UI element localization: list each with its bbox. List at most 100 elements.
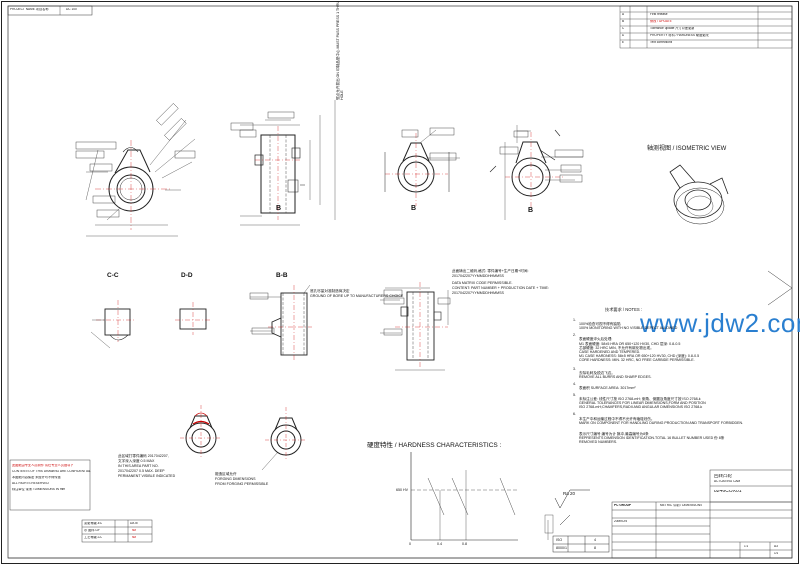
note-number: 6. [573, 412, 576, 417]
note-line: REMOVE ALL BURRS AND SHARP EDGES. [579, 375, 652, 380]
info-table-cell: 工艺等级-CC [84, 536, 103, 539]
bottom-view-right [261, 407, 307, 471]
rev-code: D [622, 34, 625, 37]
notes-title: 技术要求 / NOTES : [605, 307, 642, 312]
section-cc-title: C-C [107, 272, 119, 279]
note-line: 100%检查可视不得有缺陷 [579, 322, 621, 327]
sheet-format: A3 [774, 545, 778, 548]
iso-sym-1: 4 [594, 538, 596, 542]
project-name-value: DC 100 [66, 8, 77, 11]
watermark: www.jdw2.com [640, 308, 800, 338]
note-item: 5.未标注公差: 线性尺寸按 ISO 2768-mH; 倒角、倒圆及角度尺寸按 … [573, 393, 706, 410]
info-line: 标注单位 毫米 / DIMENSIONS IN mm [12, 488, 66, 491]
part-no-note-cn: 此区域打零件编码 2017042207, [118, 454, 169, 458]
note-line: 芯部硬度: 32 HRC MIN, 不允许有碳化物出现。 [579, 345, 654, 350]
part-no-note-en1: IN THIS AREA PART NO. [118, 464, 159, 468]
note-line: GENERAL TOLERANCES FOR LINEAR DIMENSIONS… [579, 401, 706, 405]
surface-roughness-value: Ra 20 [563, 491, 576, 496]
note-line: CORE HARDNESS: MIN. 32 HRC, NO FREE CARB… [579, 358, 695, 363]
rev-text: 修改 / UPDATE [650, 20, 672, 23]
rev-text: Tolerance update 尺寸公差更新 [650, 27, 695, 30]
section-marker: B [276, 205, 282, 212]
note-line: 本生产中和运输过程中不得不允许有磕碰划伤。 [579, 416, 655, 421]
hardness-chart [410, 452, 518, 541]
forging-note-en2: FROM FORGING PERMISSIBLE [215, 482, 269, 486]
iso-label-2: 8000/1 [556, 546, 567, 550]
rev-code: B [622, 20, 625, 23]
note-line: 表面积 SURFACE AREA: 3017mm² [579, 386, 636, 391]
iso-sym-2: 8 [594, 546, 596, 550]
note-line: M1 CASE HARDNESS: 58±5 HRA OR 650+120 HV… [579, 354, 700, 359]
section-bb [249, 284, 312, 362]
hardness-x-label: 0.4 [437, 542, 442, 546]
note-number: 3. [573, 366, 576, 371]
note-line: 表示尺寸编号 编号为计 脉冲,最高编号为8条 [579, 431, 649, 436]
surface-roughness-symbol [544, 489, 590, 540]
part-no-note-en2: 2017042207 0.5 MAX. DEEP [118, 469, 165, 473]
section-dd-title: D-D [181, 272, 193, 279]
bore-note-cn: 底孔尽量对准制造商决定 [310, 289, 350, 293]
note-line: REMOVED NUMBERS. [579, 440, 618, 445]
datamatrix-note-en2: CONTENT: PART NUMBER + PRODUCTION DATE +… [452, 286, 549, 290]
hardness-x-label: 0 [409, 542, 411, 546]
part-no-note-en3: PERMANENT VISIBLE INDICATED [118, 474, 176, 478]
part-name-en: ACTUATING CAM [714, 480, 741, 483]
section-marker: B [411, 205, 417, 212]
isometric-title: 轴测视图 / ISOMETRIC VIEW [647, 146, 727, 152]
revision-table [619, 5, 793, 49]
company-name: PC GROUP [614, 504, 632, 507]
sheet-number: 1/1 [774, 552, 779, 555]
rev-text: Text corrections [650, 41, 673, 44]
hardness-title: 硬度特性 / HARDNESS CHARACTERISTICS : [367, 442, 502, 449]
gate-note: 锯点允许拔出 ON 印制品是中心 MUST PASS PRESS 1 THRU … [336, 0, 345, 100]
note-number: 2. [573, 333, 576, 338]
note-number: 1. [573, 318, 576, 322]
note-item: 2.表面硬度淬火后处理:M1 表面硬度: 58±5 HRA OR 650+120… [573, 333, 699, 362]
part-name-cn: 回转凸轮 [714, 474, 732, 478]
front-view-main [75, 103, 196, 237]
section-marker: B [528, 207, 534, 214]
hardness-x-label: 0.8 [462, 542, 467, 546]
note-item: 3.去除毛刺及锐边飞边。REMOVE ALL BURRS AND SHARP E… [573, 367, 652, 380]
section-cc [90, 300, 136, 349]
datamatrix-code-2: 2017042207YYMMDDHHMMSS [452, 291, 504, 295]
info-line: 本图纸内容保密 未经许可不得传递 [12, 476, 61, 479]
note-line: ISO 2768-mH;CHAMFERS,RADII AND ANGULAR D… [579, 405, 703, 410]
front-view-b [384, 127, 460, 206]
scale: 1:1 [744, 545, 749, 548]
datamatrix-code-1: 2017042207YYMMDDHHMMSS [452, 274, 504, 278]
note-line: 未标注公差: 线性尺寸按 ISO 2768-mH; 倒角、倒圆及角度尺寸按 IS… [579, 396, 701, 401]
iso-box [552, 535, 610, 553]
project-name-label: PROJECT NAME 项目名称 [10, 8, 49, 11]
doc-type: METRIC 公制 / DIMENSIONS [660, 504, 703, 507]
bottom-view-left [180, 405, 222, 458]
part-number: 8246COX01 [714, 490, 742, 494]
forging-note-en1: FORGING DIMENSIONS [215, 477, 256, 481]
info-table-cell: NA [132, 536, 137, 539]
datamatrix-note-cn: 此面铸出二维码,格式: 零件编号+生产日期+时间: [452, 269, 529, 273]
info-table-cell: NA [132, 529, 137, 532]
note-number: 4. [573, 382, 576, 386]
material: 20MnCr5 [614, 520, 628, 523]
note-line: M1 表面硬度: 58±5 HRA OR 650+120 HV30, CHD 层… [579, 341, 681, 346]
info-table-cell: DATE [130, 522, 139, 525]
rev-code: A [622, 13, 625, 16]
note-line: MARK ON COMPONENT FOR HANDLING DURING PR… [579, 420, 744, 425]
info-line: 此图纸由专业人员制作 请在专业人员指导下 [12, 464, 74, 467]
section-dd [175, 302, 212, 335]
note-line: 表面硬度淬火后处理: [579, 337, 613, 342]
title-block-lines [611, 469, 793, 559]
rev-text: First release [650, 13, 668, 16]
part-no-note-cn2: 文字深入深度 0.5 MAX [118, 459, 155, 463]
info-line: CONTENTS OF THIS DRAWING ARE CONFIDENTIA… [12, 470, 91, 473]
datamatrix-note-en1: DATA MATRIX CODE PERMISSIBLE. [452, 281, 513, 285]
section-bb-title: B-B [276, 272, 288, 279]
note-item: 6.本生产中和运输过程中不得不允许有磕碰划伤。MARK ON COMPONENT… [573, 412, 743, 425]
rev-code: E [622, 41, 625, 44]
front-view-right [489, 125, 584, 220]
forging-note-cn: 锻造区域允许 [215, 472, 237, 476]
